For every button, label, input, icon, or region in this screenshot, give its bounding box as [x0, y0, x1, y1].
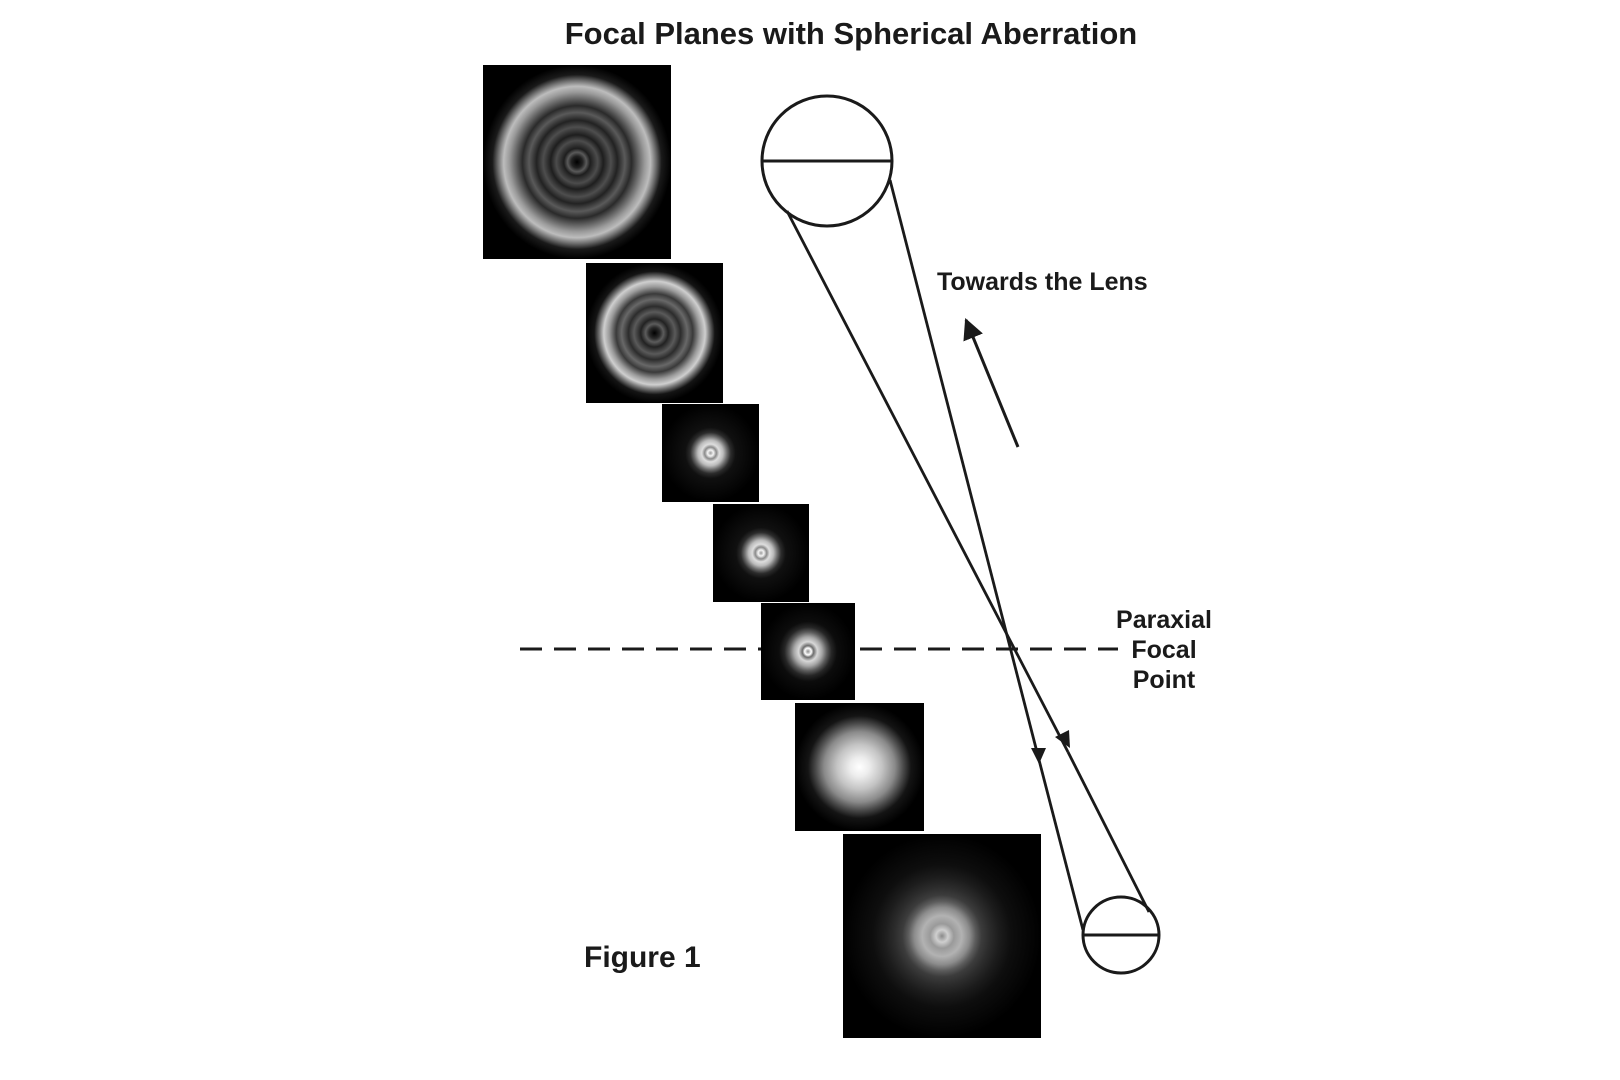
- plane-6: [795, 703, 924, 831]
- ray-lines: [785, 179, 1151, 931]
- defocus-plane-1: [483, 65, 671, 259]
- direction-arrow: [963, 318, 1020, 448]
- focal-point-label: Paraxial Focal Point: [1116, 606, 1212, 694]
- paraxial-plane: [761, 603, 855, 700]
- diagram-title: Focal Planes with Spherical Aberration: [565, 16, 1138, 51]
- ray-arrowhead-right: [1055, 730, 1070, 748]
- focal-label-line1: Paraxial: [1116, 606, 1212, 634]
- focal-label-line3: Point: [1133, 666, 1196, 694]
- direction-label: Towards the Lens: [937, 268, 1148, 296]
- plane-3: [662, 404, 759, 502]
- defocus-plane-2: [586, 263, 723, 403]
- focal-label-line2: Focal: [1131, 636, 1196, 664]
- small-lens-icon: [1081, 895, 1161, 975]
- figure-label: Figure 1: [584, 941, 701, 974]
- lens-icon: [760, 94, 894, 228]
- plane-4: [713, 504, 809, 602]
- focal-plane-panels: [483, 65, 1041, 1038]
- ray-arrowhead-left: [1031, 748, 1046, 764]
- plane-7: [843, 834, 1041, 1038]
